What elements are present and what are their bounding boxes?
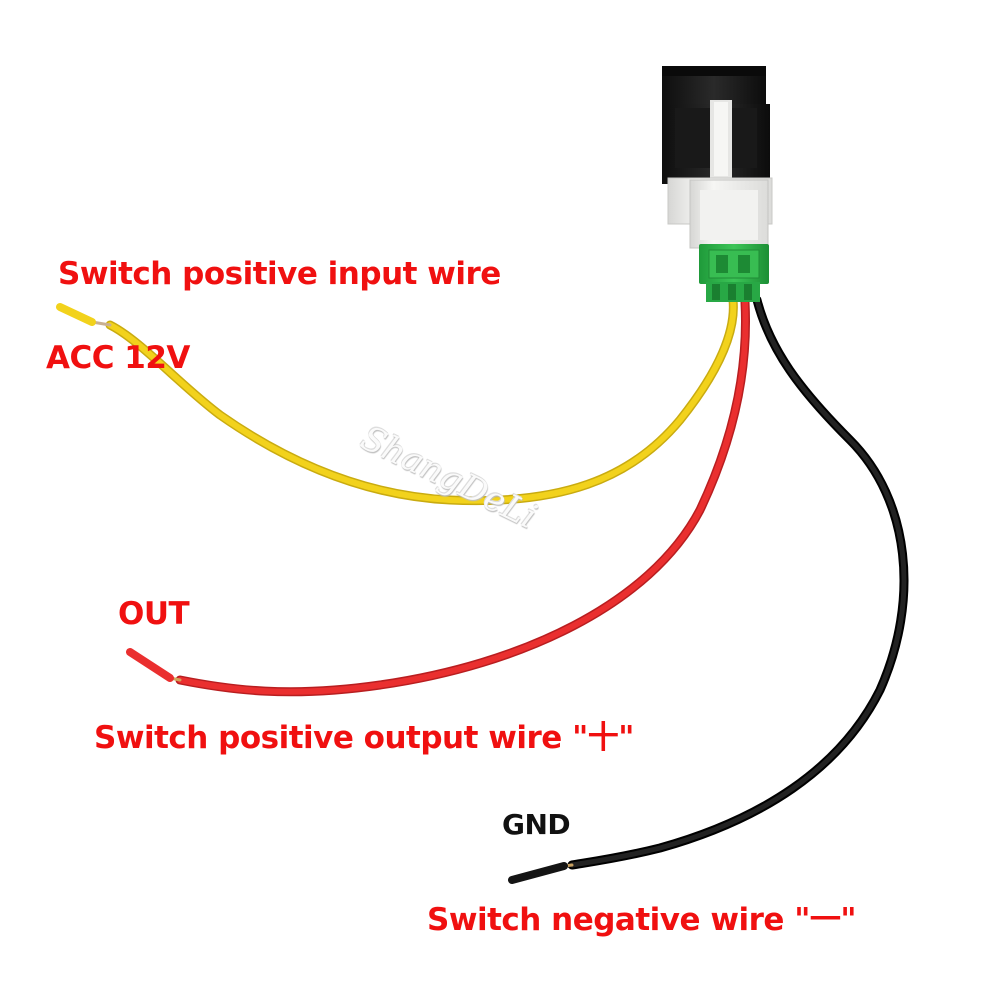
label-gnd: GND bbox=[502, 808, 571, 841]
yellow-wire bbox=[56, 295, 738, 506]
toggle-switch bbox=[662, 66, 773, 249]
green-connector bbox=[699, 244, 769, 302]
black-wire bbox=[508, 295, 909, 884]
label-switch-positive-output-wire: Switch positive output wire "十" bbox=[94, 720, 634, 756]
label-switch-negative-wire: Switch negative wire "一" bbox=[427, 902, 857, 938]
label-out: OUT bbox=[118, 596, 190, 632]
label-switch-positive-input-wire: Switch positive input wire bbox=[58, 256, 501, 292]
red-wire bbox=[126, 297, 750, 697]
label-acc-12v: ACC 12V bbox=[46, 340, 190, 376]
